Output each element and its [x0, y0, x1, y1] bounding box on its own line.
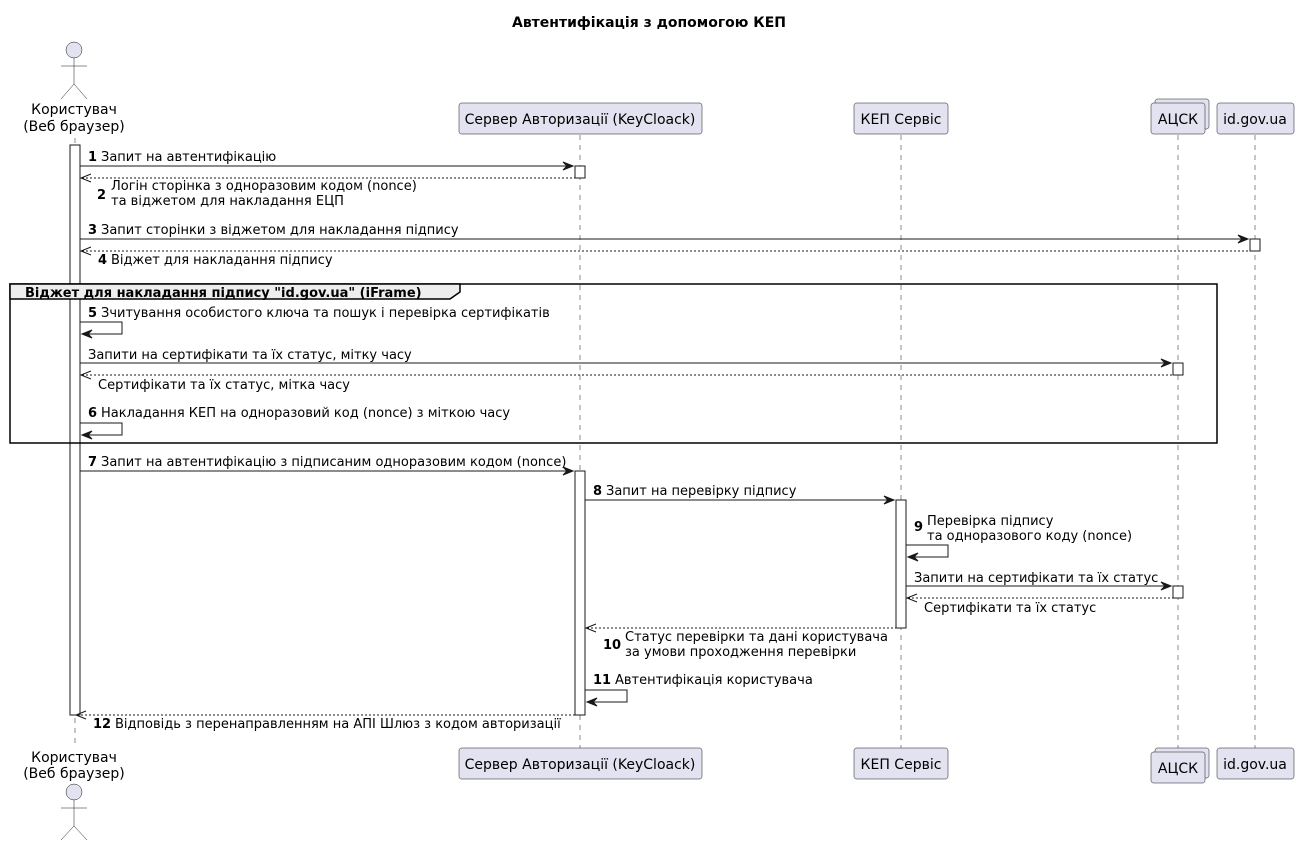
participant-id-gov-name: id.gov.ua [1223, 757, 1287, 773]
participant-id-gov-name: id.gov.ua [1223, 112, 1287, 128]
message-label-line1: Перевірка підпису [927, 514, 1054, 529]
message-7: 7 Запит на автентифікацію з підписаним о… [80, 455, 575, 476]
participant-id-gov-bottom: id.gov.ua [1216, 747, 1295, 780]
participant-user-name: Користувач [31, 102, 117, 118]
message-10: 10 Статус перевірки та дані користувача … [584, 623, 896, 660]
participant-user-top: Користувач (Веб браузер) [23, 41, 125, 135]
activation-id-gov [1249, 238, 1261, 252]
participant-auth-server-top: Сервер Авторизації (KeyCloack) [458, 102, 703, 135]
message-4: 4 Віджет для накладання підпису [79, 246, 1250, 268]
message-11: 11 Автентифікація користувача [585, 673, 813, 707]
participant-kep-service-name: КЕП Сервіс [861, 757, 942, 773]
message-label-line1: Статус перевірки та дані користувача [625, 630, 888, 645]
message-label: Запит на автентифікацію [101, 150, 276, 165]
participant-auth-server-name: Сервер Авторизації (KeyCloack) [465, 757, 696, 773]
message-number: 5 [88, 306, 97, 321]
message-number: 3 [88, 223, 97, 238]
activation-atsk-2 [1172, 585, 1184, 599]
message-2: 2 Логін сторінка з одноразовим кодом (no… [79, 173, 575, 209]
message-8: 8 Запит на перевірку підпису [585, 484, 896, 505]
message-label: Запити на сертифікати та їх статус [914, 571, 1158, 586]
participant-id-gov-top: id.gov.ua [1216, 102, 1295, 135]
group-label: Віджет для накладання підпису "id.gov.ua… [25, 286, 422, 301]
participant-user-bottom: Користувач (Веб браузер) [23, 750, 125, 841]
message-label: Запит на автентифікацію з підписаним одн… [101, 455, 566, 470]
message-5b: Сертифікати та їх статус, мітка часу [79, 370, 1173, 393]
message-label: Віджет для накладання підпису [111, 253, 333, 268]
message-number: 12 [93, 717, 111, 732]
activation-atsk-1 [1172, 362, 1184, 376]
participant-atsk-bottom: АЦСК [1150, 747, 1210, 784]
activation-kep [895, 499, 907, 629]
participant-atsk-name: АЦСК [1158, 112, 1198, 128]
message-label: Запит на перевірку підпису [606, 484, 797, 499]
activation-user [69, 144, 81, 716]
message-number: 7 [88, 455, 97, 470]
message-number: 10 [603, 638, 621, 653]
activation-auth-1 [574, 165, 586, 179]
message-6: 6 Накладання КЕП на одноразовий код (non… [80, 406, 510, 440]
message-number: 11 [593, 673, 611, 688]
participant-auth-server-name: Сервер Авторизації (KeyCloack) [465, 112, 696, 128]
message-number: 8 [593, 484, 602, 499]
message-label: Відповідь з перенаправленням на АПІ Шлюз… [115, 717, 561, 732]
participant-user-subtitle: (Веб браузер) [23, 766, 125, 782]
message-label: Запит сторінки з віджетом для накладання… [101, 223, 459, 238]
message-12: 12 Відповідь з перенаправленням на АПІ Ш… [74, 710, 575, 732]
group-frame: Віджет для накладання підпису "id.gov.ua… [9, 283, 1218, 444]
message-1: 1 Запит на автентифікацію [80, 150, 575, 171]
actor-icon [65, 41, 83, 59]
message-number: 6 [88, 406, 97, 421]
participant-user-name: Користувач [31, 750, 117, 766]
message-number: 2 [97, 188, 106, 203]
message-5a: Запити на сертифікати та їх статус, мітк… [80, 348, 1173, 368]
actor-icon [65, 783, 83, 801]
message-label-line2: та одноразового коду (nonce) [927, 529, 1132, 544]
message-label: Сертифікати та їх статус [924, 601, 1096, 616]
participant-kep-service-name: КЕП Сервіс [861, 112, 942, 128]
diagram-title: Автентифікація з допомогою КЕП [512, 15, 786, 31]
message-9b: Сертифікати та їх статус [905, 593, 1173, 616]
message-label: Зчитування особистого ключа та пошук і п… [101, 306, 550, 321]
participant-kep-service-top: КЕП Сервіс [853, 102, 949, 135]
participant-atsk-top: АЦСК [1150, 98, 1210, 135]
participant-atsk-name: АЦСК [1158, 761, 1198, 777]
message-label: Автентифікація користувача [615, 673, 813, 688]
participant-auth-server-bottom: Сервер Авторизації (KeyCloack) [458, 747, 703, 780]
participant-user-subtitle: (Веб браузер) [23, 119, 125, 135]
message-label-line2: та віджетом для накладання ЕЦП [111, 194, 344, 209]
message-label-line1: Логін сторінка з одноразовим кодом (nonc… [111, 179, 417, 194]
message-5: 5 Зчитування особистого ключа та пошук і… [80, 306, 550, 339]
message-9: 9 Перевірка підпису та одноразового коду… [906, 514, 1132, 562]
message-3: 3 Запит сторінки з віджетом для накладан… [80, 223, 1250, 244]
message-number: 4 [98, 253, 107, 268]
message-number: 1 [88, 150, 97, 165]
message-label: Сертифікати та їх статус, мітка часу [98, 378, 350, 393]
message-label: Запити на сертифікати та їх статус, мітк… [88, 348, 412, 363]
message-label-line2: за умови проходження перевірки [625, 645, 856, 660]
message-label: Накладання КЕП на одноразовий код (nonce… [101, 406, 510, 421]
activation-auth-2 [574, 470, 586, 716]
message-9a: Запити на сертифікати та їх статус [906, 571, 1173, 591]
message-number: 9 [914, 520, 923, 535]
participant-kep-service-bottom: КЕП Сервіс [853, 747, 949, 780]
